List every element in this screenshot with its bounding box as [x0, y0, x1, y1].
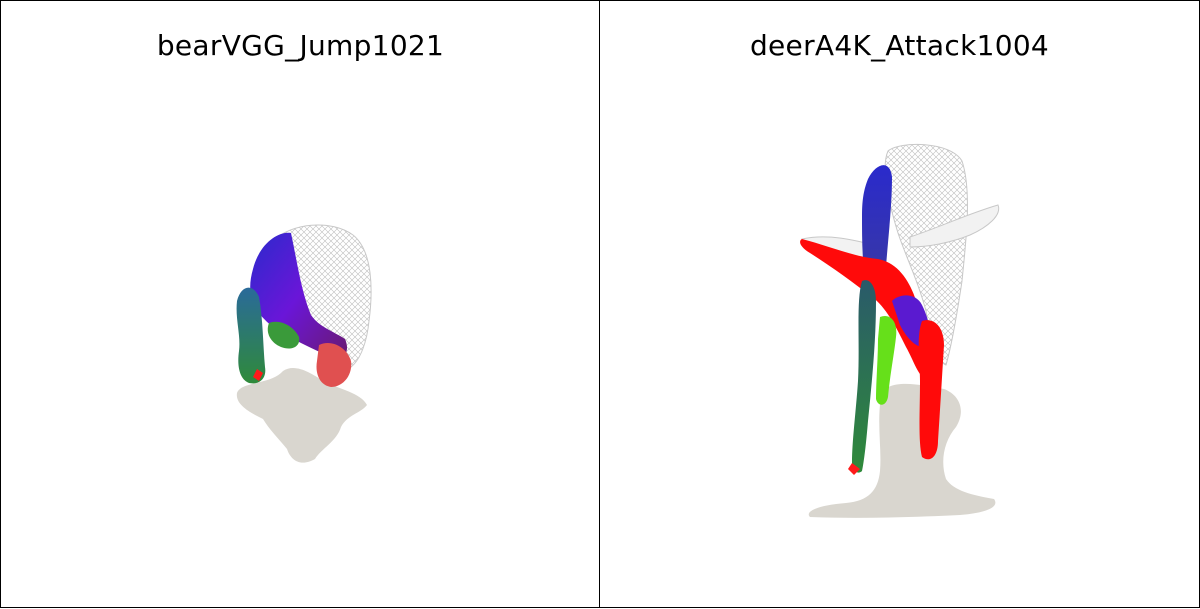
bear-render	[236, 224, 372, 463]
deer-render	[800, 143, 1000, 518]
deer-red-mark	[848, 463, 860, 475]
deer-hind-leg-lime	[876, 315, 897, 405]
bear-front-leg	[236, 287, 266, 384]
left-panel: bearVGG_Jump1021	[0, 0, 601, 608]
right-panel: deerA4K_Attack1004	[599, 0, 1200, 608]
deer-front-leg-left	[852, 280, 876, 473]
bear-shadow	[236, 368, 367, 463]
bear-hind-paw	[316, 342, 352, 387]
deer-right-antler	[909, 204, 1000, 248]
left-panel-title: bearVGG_Jump1021	[156, 29, 445, 62]
bear-red-mark	[253, 369, 263, 381]
deer-shadow	[808, 383, 996, 518]
right-panel-title: deerA4K_Attack1004	[749, 29, 1050, 62]
bear-inner-paw	[267, 321, 300, 349]
deer-front-leg-right	[918, 320, 944, 460]
deer-wireframe-body	[884, 143, 968, 366]
